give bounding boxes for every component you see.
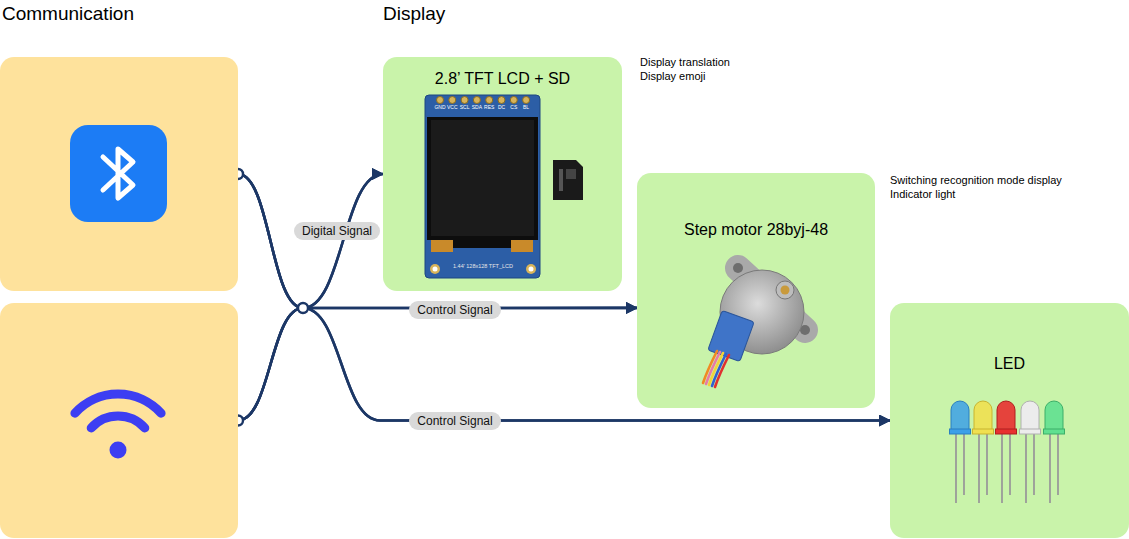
- header-pads: [437, 97, 530, 104]
- led-leg: [1057, 434, 1059, 495]
- header-pad: [449, 97, 456, 104]
- sd-card-print: [566, 169, 576, 179]
- led-leg: [1049, 434, 1051, 503]
- signal-connector: [238, 174, 383, 421]
- led-leg: [1033, 434, 1035, 495]
- mount-hole: [526, 264, 536, 274]
- pin-name: VCC: [447, 104, 458, 110]
- flange-hole: [733, 263, 743, 273]
- signal-label: Control Signal: [409, 301, 500, 319]
- mount-hole: [430, 264, 440, 274]
- motor-shaft: [781, 286, 790, 295]
- header-pad: [437, 97, 444, 104]
- connector-dot: [298, 303, 308, 313]
- signal-label: Control Signal: [409, 412, 500, 430]
- led-rim: [996, 429, 1017, 434]
- led-rim: [1020, 429, 1041, 434]
- display-box: Step motor 28byj-48: [637, 173, 875, 408]
- pin-name: BL: [523, 104, 529, 110]
- bluetooth-tile: [70, 125, 167, 222]
- lcd-screen-frame: [427, 117, 538, 240]
- header-pad: [498, 97, 505, 104]
- flex-cable: [431, 240, 453, 252]
- led-dome: [951, 401, 969, 431]
- node-title: LED: [890, 354, 1129, 373]
- header-pad: [461, 97, 468, 104]
- mount-hole: [529, 267, 534, 272]
- column-heading: Display: [383, 3, 445, 26]
- led-dome: [1021, 401, 1039, 431]
- led-rim: [950, 429, 971, 434]
- node-title: Step motor 28byj-48: [637, 220, 875, 239]
- note-text: Display emoji: [640, 70, 705, 83]
- communication-box: [0, 57, 238, 291]
- wifi-dot: [110, 442, 127, 459]
- motor-wires: [703, 351, 729, 387]
- wifi-icon: [0, 303, 238, 538]
- lcd-screen: [431, 120, 534, 236]
- motor-boss: [776, 281, 794, 299]
- column-heading: Communication: [2, 3, 134, 26]
- led-rim: [1044, 429, 1065, 434]
- note-text: Indicator light: [890, 188, 955, 201]
- node-title: 2.8’ TFT LCD + SD: [383, 69, 622, 88]
- led-leg: [955, 434, 957, 503]
- led-green: [1044, 401, 1065, 503]
- led-leg: [1009, 434, 1011, 495]
- bluetooth-rune: [103, 149, 133, 198]
- note-text: Switching recognition mode display: [890, 174, 1062, 187]
- communication-box: [0, 303, 238, 538]
- flex-cable: [511, 240, 533, 252]
- led-dome: [997, 401, 1015, 431]
- pin-name: SCL: [460, 104, 470, 110]
- led-picture: [890, 303, 1129, 538]
- led-blue: [950, 401, 971, 503]
- flex-cable: [453, 240, 511, 248]
- led-rim: [973, 429, 994, 434]
- note-text: Display translation: [640, 56, 730, 69]
- lcd-module-picture: [383, 57, 622, 291]
- display-box: LED: [890, 303, 1129, 538]
- display-box: 2.8’ TFT LCD + SD: [383, 57, 622, 291]
- pin-name: DC: [498, 104, 505, 110]
- led-white: [1020, 401, 1041, 503]
- bluetooth-icon: [0, 57, 238, 291]
- led-leg: [1025, 434, 1027, 503]
- header-pad: [473, 97, 480, 104]
- wifi-arc: [75, 394, 161, 413]
- pin-name: SDA: [472, 104, 482, 110]
- stepper-motor-picture: [637, 173, 875, 408]
- pin-name: RES: [484, 104, 494, 110]
- pin-name: GND: [434, 104, 445, 110]
- wifi-arc: [91, 416, 145, 428]
- pin-name: CS: [510, 104, 517, 110]
- led-leg: [963, 434, 965, 495]
- signal-connector: [238, 174, 383, 308]
- pcb-board: [425, 95, 540, 278]
- header-pad: [523, 97, 530, 104]
- sd-card-print: [559, 169, 563, 191]
- led-yellow: [973, 401, 994, 503]
- led-leg: [986, 434, 988, 495]
- led-dome: [974, 401, 992, 431]
- led-red: [996, 401, 1017, 503]
- signal-connector: [238, 308, 637, 421]
- board-print: 1.44' 128x128 TFT_LCD: [453, 263, 513, 270]
- motor-wire: [715, 355, 729, 387]
- motor-wire: [712, 354, 726, 386]
- led-leg: [978, 434, 980, 503]
- signal-label: Digital Signal: [294, 222, 380, 240]
- mount-hole: [433, 267, 438, 272]
- sd-card: [553, 160, 583, 200]
- header-pad: [486, 97, 493, 104]
- led-dome: [1045, 401, 1063, 431]
- led-leg: [1001, 434, 1003, 503]
- header-pad: [510, 97, 517, 104]
